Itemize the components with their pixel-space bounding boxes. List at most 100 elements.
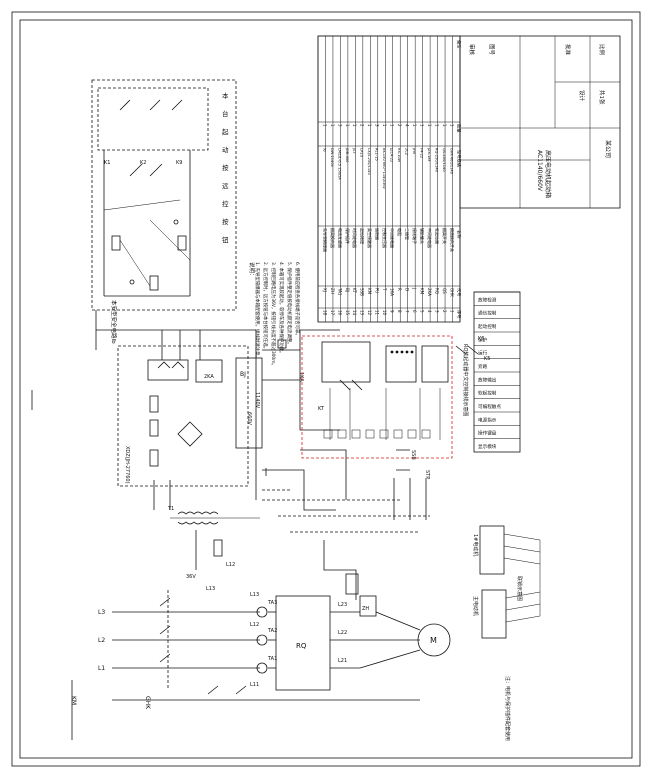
function-block-item: 故障检测 <box>478 296 497 303</box>
part-no: 3 <box>434 310 439 313</box>
part-code: 1KA <box>390 288 395 296</box>
l21-label: L21 <box>338 658 347 664</box>
note-line: 6. 使用前应检查各接线端子是否可靠。 <box>294 262 301 338</box>
ghk-label: GHK <box>144 696 151 710</box>
part-name: 辅助触头 <box>419 228 425 244</box>
part-name: 接线端子 <box>412 228 418 244</box>
function-blocks: 故障检测通信控制起动控制保护运行旁路故障输出软起控制可编程触点电源指示操作键盘显… <box>473 291 521 453</box>
function-block-item: 保护 <box>478 336 488 343</box>
part-model: RQ-250/1140 <box>434 148 438 173</box>
part-code: J <box>412 287 417 289</box>
part-name: 二极管 <box>405 228 411 240</box>
product-name: 高压电动机起动箱 <box>544 150 552 198</box>
hdr-name: 名称 <box>455 230 462 238</box>
check-label: 审核 <box>468 44 476 56</box>
part-no: 9 <box>390 310 395 313</box>
part-model: JDB-400 <box>345 147 349 163</box>
drawing-no-label: 图号 <box>488 44 496 56</box>
part-qty: 3 <box>375 124 380 127</box>
part-name: 时间继电器 <box>352 228 358 248</box>
part-name: 中间继电器 <box>427 228 433 248</box>
control-dashed-lines <box>262 499 430 533</box>
part-qty: 3 <box>337 124 342 127</box>
part-name: 先导型隔爆器 <box>322 228 328 252</box>
part-code: XJ <box>322 288 327 292</box>
notes-title: 说明： <box>248 262 256 279</box>
part-no: 10 <box>382 310 387 316</box>
part-code: QS <box>442 288 447 294</box>
part-code: ZH <box>330 288 335 294</box>
ssb-label: SSB <box>410 450 416 460</box>
note-line: 3. 控制回路电压为36V，按钮引线长度不超过300m。 <box>270 262 277 368</box>
remote-char: 台 <box>222 109 229 118</box>
part-model: 2CZ <box>405 148 409 156</box>
motor-label: M <box>430 636 437 645</box>
v1140-label: 1140V <box>254 392 260 409</box>
hdr-model: 型号规格 <box>455 150 462 168</box>
motor1-label: 1#电动机 <box>472 534 479 556</box>
part-name: 电流互感器 <box>337 228 343 248</box>
part-no: 8 <box>397 310 402 313</box>
part-no: 14 <box>352 310 357 316</box>
part-qty: 1 <box>442 124 447 127</box>
2ka-label: 2KA <box>204 374 214 380</box>
part-qty: 1 <box>367 124 372 127</box>
part-name: 中间继电器 <box>390 228 396 248</box>
function-block-item: 显示模块 <box>478 443 497 450</box>
title-block: AC1140/660V 高压电动机起动箱 比例 共1张 批准 设计 审核 图号 … <box>459 35 621 209</box>
part-no: 2 <box>442 310 447 313</box>
part-qty: 1 <box>412 124 417 127</box>
part-name: 保护插件 <box>345 228 351 244</box>
rq-terminal <box>337 429 347 439</box>
motor-symbol <box>417 623 451 657</box>
remote-caption: 本安型安全电路Ib <box>110 300 118 344</box>
hdr-qty: 数量 <box>455 124 462 132</box>
rq-label: RQ <box>296 642 307 650</box>
k1-label: K1 <box>104 160 110 166</box>
rq-terminal <box>407 429 417 439</box>
part-name: 隔离换向器 <box>330 228 336 248</box>
part-name: 隔离换向开关 <box>449 228 455 252</box>
ta1-label: TA1 <box>267 656 277 662</box>
part-qty: 1 <box>352 124 357 127</box>
central-wiring: BJ 1140V 660V 1KA KT SSB STP <box>95 310 430 520</box>
part-no: 16 <box>337 310 342 316</box>
rq-indicator <box>410 350 414 354</box>
xdz-control-box: XDZ(JH-27760) 2KA <box>117 330 249 510</box>
ta3-label: TA3 <box>267 600 277 606</box>
note-line: 2. 远方控制时，远方按钮与本台按钮可任选。 <box>262 262 269 351</box>
part-model: LA19 <box>360 148 364 158</box>
part-code: KT <box>352 288 357 293</box>
part-code: RQ <box>434 288 439 294</box>
part-no: 11 <box>375 310 380 316</box>
part-model: QS-400/1140 <box>442 148 446 172</box>
notes-block: 说明： 1. 先导型隔爆器与本箱配套使用，接线时请注意。2. 远方控制时，远方按… <box>248 262 301 368</box>
km-bypass-label: KM <box>70 696 77 705</box>
remote-char: 按 <box>222 163 229 172</box>
remote-char: 按 <box>222 217 229 226</box>
remote-char: 动 <box>222 146 229 154</box>
part-model: RL1-15 <box>375 148 379 161</box>
part-code: SSB <box>360 288 365 296</box>
k6-label: K6 <box>478 336 484 342</box>
part-qty: 2 <box>360 124 365 127</box>
km-coil-wiring <box>323 540 357 600</box>
l22-label: L22 <box>338 630 347 636</box>
approved-label: 批准 <box>564 44 572 56</box>
function-block-item: 运行 <box>478 350 488 357</box>
parts-list-table: 序号代号名称型号规格数量备注18XJ先导型隔爆器XJ117ZH隔离换向器DW-1… <box>317 35 462 323</box>
rq-indicator <box>400 350 404 354</box>
kt-label: KT <box>318 406 325 412</box>
ta2-label: TA2 <box>267 628 277 634</box>
part-no: 13 <box>360 310 365 316</box>
v660-label: 660V <box>246 412 252 426</box>
